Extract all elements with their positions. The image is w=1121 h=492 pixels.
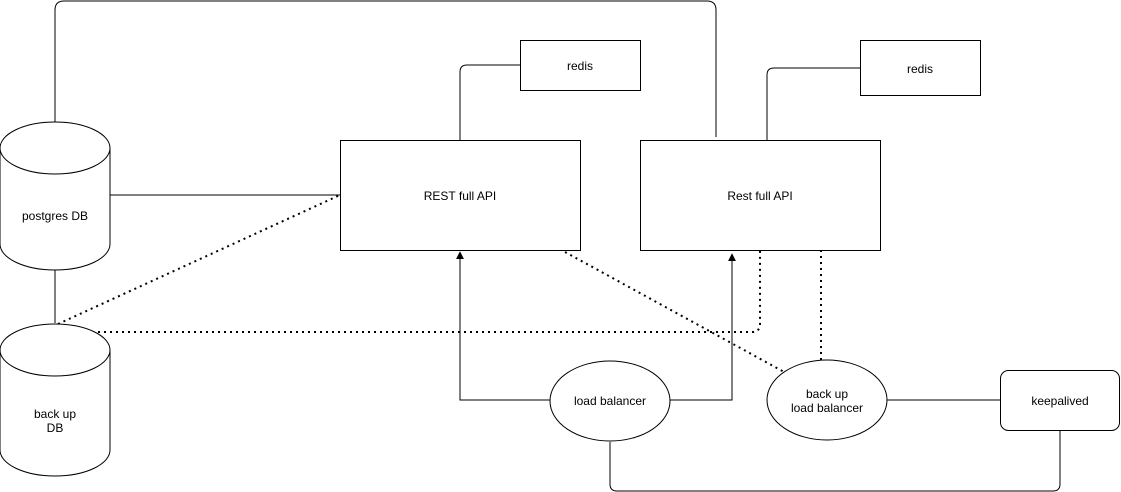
- backup-lb-label-line1: back up: [806, 387, 848, 401]
- connector-rest-api-1-to-redis-1: [459, 64, 520, 140]
- backup-lb-label-line2: load balancer: [791, 401, 863, 415]
- dotted-backup-db-to-rest-api-1: [57, 194, 341, 325]
- rest-api-2-box[interactable]: Rest full API: [640, 140, 881, 251]
- rest-api-1-label: REST full API: [424, 189, 496, 203]
- postgres-db-label: postgres DB: [22, 209, 88, 223]
- solid-connectors: [54, 0, 1061, 492]
- rest-api-2-label: Rest full API: [727, 189, 792, 203]
- redis-1-box[interactable]: redis: [520, 40, 641, 91]
- connector-load-balancer-to-keepalived: [609, 430, 1061, 492]
- connector-postgres-to-rest-api-2-top: [54, 0, 717, 137]
- dotted-rest-api-1-to-backup-lb: [564, 251, 787, 374]
- backup-db-label-line2: DB: [47, 421, 64, 435]
- backup-load-balancer-ellipse[interactable]: back up load balancer: [766, 359, 888, 441]
- postgres-db-cylinder[interactable]: postgres DB: [0, 121, 111, 271]
- keepalived-label: keepalived: [1031, 394, 1088, 408]
- backup-db-cylinder[interactable]: back up DB: [0, 323, 111, 477]
- arrow-load-balancer-to-rest-api-1: [456, 251, 550, 401]
- dotted-connectors: [57, 194, 822, 374]
- keepalived-box[interactable]: keepalived: [1000, 370, 1120, 431]
- load-balancer-label: load balancer: [574, 394, 646, 408]
- redis-2-label: redis: [907, 62, 933, 76]
- connector-rest-api-2-to-redis-2: [766, 67, 860, 140]
- arrow-load-balancer-to-rest-api-2: [670, 253, 736, 401]
- dotted-backup-db-to-rest-api-2: [92, 250, 761, 333]
- rest-api-1-box[interactable]: REST full API: [340, 140, 581, 251]
- load-balancer-ellipse[interactable]: load balancer: [549, 360, 671, 442]
- redis-1-label: redis: [567, 59, 593, 73]
- redis-2-box[interactable]: redis: [860, 40, 981, 96]
- backup-db-label-line1: back up: [34, 407, 76, 421]
